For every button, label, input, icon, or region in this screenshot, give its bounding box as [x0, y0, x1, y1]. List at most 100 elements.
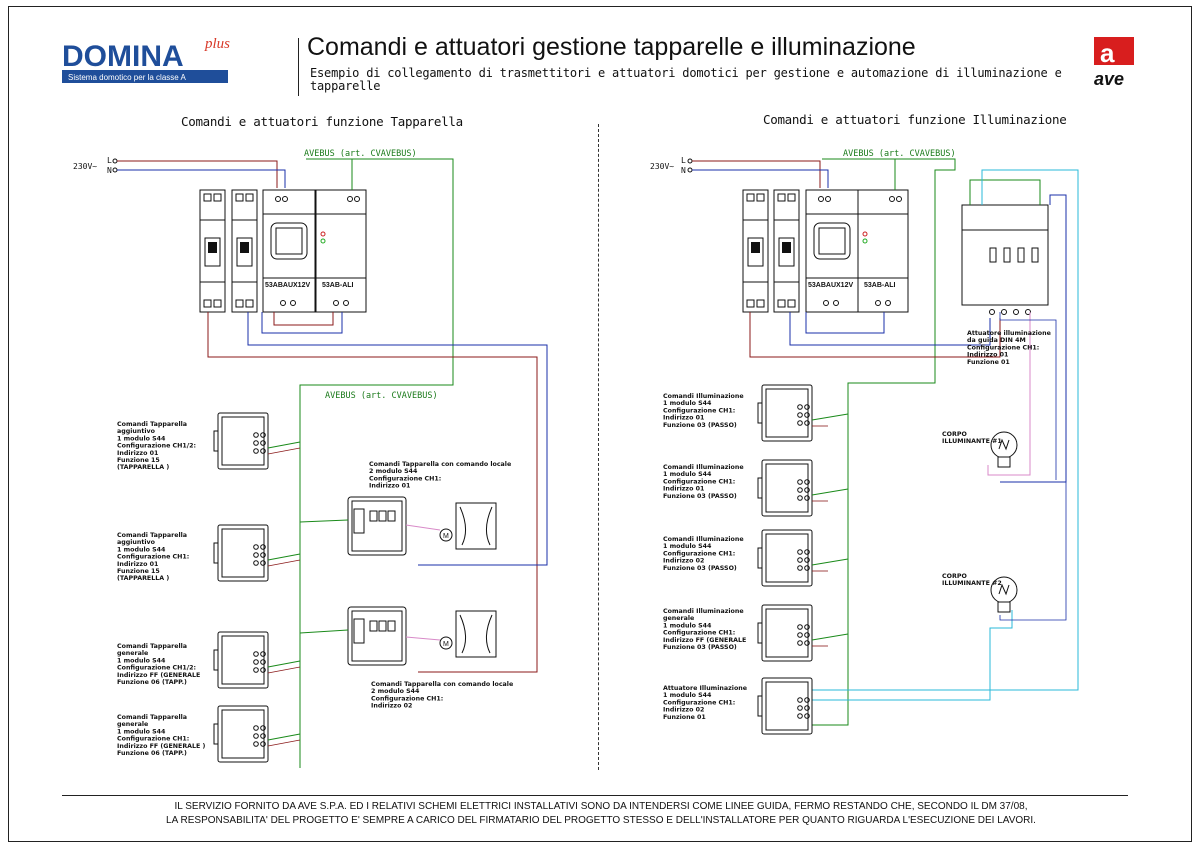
right-lamp-2-neutral	[999, 482, 1067, 621]
left-L-label: L	[107, 156, 112, 165]
left-cmd-bus-3	[267, 660, 301, 668]
right-neutral-wire	[692, 169, 829, 188]
section-divider	[598, 124, 599, 770]
right-cmd-bus-1	[811, 413, 849, 421]
ali-model-label: 53AB-ALI	[322, 282, 354, 289]
left-breaker-1	[199, 189, 226, 313]
right-supply-label: 230V~	[650, 162, 674, 171]
left-command-1	[213, 412, 269, 470]
right-cmd-bus-2	[811, 488, 849, 496]
ave-logo: a ave	[1094, 37, 1134, 89]
left-section-title: Comandi e attuatori funzione Tapparella	[181, 114, 463, 129]
left-line-wire	[117, 160, 278, 188]
right-L-terminal	[687, 158, 693, 164]
left-supply-label: 230V~	[73, 162, 97, 171]
left-command-2	[213, 524, 269, 582]
psu-model-label: 53ABAUX12V	[265, 282, 310, 289]
left-local-1-bus	[299, 519, 349, 523]
left-aux-neutral	[261, 312, 343, 334]
left-cmd-bus-2	[267, 553, 301, 561]
left-ali-module: 53AB-ALI	[315, 189, 367, 313]
drawing-frame	[8, 6, 1192, 842]
left-cmd-red-3	[267, 666, 301, 674]
left-motor-2: M	[439, 610, 497, 658]
right-din-cyan	[804, 169, 1079, 691]
right-breaker-1	[742, 189, 769, 313]
psu-model-label: 53ABAUX12V	[808, 282, 853, 289]
left-local-actuator-2	[347, 606, 407, 666]
right-bus-wire	[804, 158, 956, 726]
right-cmd-bus-3	[811, 558, 849, 566]
left-neutral-wire	[117, 169, 286, 188]
right-psu-module: 53ABAUX12V	[805, 189, 859, 313]
page-title: Comandi e attuatori gestione tapparelle …	[307, 33, 916, 61]
left-local-actuator-1	[347, 496, 407, 556]
left-command-3	[213, 631, 269, 689]
left-breaker-2	[231, 189, 258, 313]
left-aux-line	[273, 312, 334, 326]
right-L-label: L	[681, 156, 686, 165]
left-motor-1: M	[439, 502, 497, 550]
left-cmd-red-2	[267, 559, 301, 567]
right-main-neutral	[789, 312, 991, 346]
footer-line-1: IL SERVIZIO FORNITO DA AVE S.P.A. ED I R…	[174, 801, 1028, 812]
left-local-2-bus	[299, 629, 349, 634]
svg-text:plus: plus	[204, 36, 230, 52]
right-command-3	[757, 529, 813, 587]
right-bus-label: AVEBUS (art. CVAVEBUS)	[843, 149, 956, 159]
right-N-label: N	[681, 166, 686, 175]
right-breaker-2	[773, 189, 800, 313]
right-din-bus	[969, 179, 1041, 205]
footer-rule	[62, 795, 1128, 796]
left-L-terminal	[112, 158, 118, 164]
ali-model-label: 53AB-ALI	[864, 282, 896, 289]
right-lamp-1-feed	[987, 312, 1031, 476]
right-line-wire	[692, 160, 821, 188]
right-ali-module: 53AB-ALI	[857, 189, 909, 313]
left-cmd-bus-1	[267, 441, 301, 449]
right-cmd-bus-4	[811, 633, 849, 641]
right-command-4	[757, 604, 813, 662]
footer-line-2: LA RESPONSABILITA' DEL PROGETTO E' SEMPR…	[166, 815, 1036, 826]
right-lamp-1-return	[999, 312, 1057, 480]
right-section-title: Comandi e attuatori funzione Illuminazio…	[763, 112, 1067, 127]
right-command-1	[757, 384, 813, 442]
header-divider	[298, 38, 299, 96]
right-lamp-2-cyan	[804, 610, 1013, 701]
left-psu-module: 53ABAUX12V	[262, 189, 316, 313]
svg-text:M: M	[443, 533, 449, 540]
left-main-neutral	[247, 312, 548, 566]
domina-logo: DOMINA plus Sistema domotico per la clas…	[62, 36, 230, 83]
left-main-line	[207, 312, 538, 673]
right-lamp-1	[990, 431, 1018, 468]
left-command-4	[213, 705, 269, 763]
right-lamp-neutral	[1000, 194, 1067, 483]
left-cmd-red-1	[267, 447, 301, 455]
left-N-terminal	[112, 167, 118, 173]
right-din-actuator	[961, 204, 1049, 315]
left-cmd-red-4	[267, 739, 301, 747]
left-bus-label-mid: AVEBUS (art. CVAVEBUS)	[325, 391, 438, 401]
left-motor-1-wire	[405, 524, 441, 531]
svg-text:Sistema domotico per la classe: Sistema domotico per la classe A	[68, 73, 186, 82]
right-aux-neutral	[805, 312, 885, 334]
left-bus-label-top: AVEBUS (art. CVAVEBUS)	[304, 149, 417, 159]
left-motor-2-wire	[405, 636, 441, 641]
right-lamp-2	[990, 576, 1018, 613]
svg-text:DOMINA: DOMINA	[62, 40, 184, 73]
left-cmd-bus-4	[267, 733, 301, 741]
